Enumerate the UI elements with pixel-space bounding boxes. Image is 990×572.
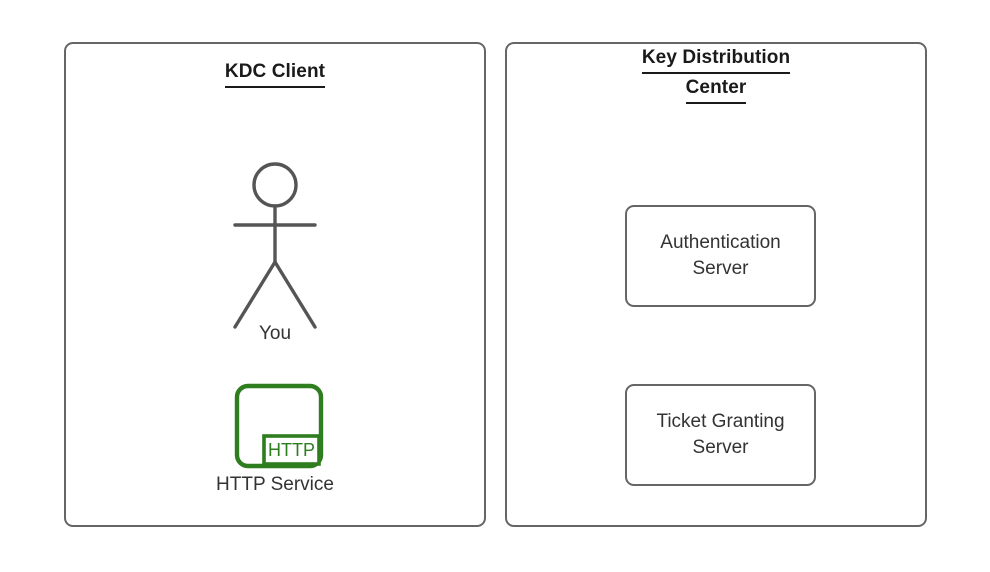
- http-service-label: HTTP Service: [216, 474, 334, 495]
- svg-text:HTTP: HTTP: [268, 440, 315, 460]
- authentication-server-label: Authentication Server: [660, 232, 781, 279]
- http-service-icon: HTTP: [230, 380, 326, 472]
- actor-label-you: You: [258, 323, 292, 344]
- panel-kdc-client-title: KDC Client: [64, 58, 486, 88]
- authentication-server-box[interactable]: Authentication Server: [625, 205, 816, 307]
- panel-kdc-title-line2: Center: [685, 74, 747, 104]
- panel-kdc-title-line1: Key Distribution: [641, 44, 791, 74]
- panel-kdc-client-title-line1: KDC Client: [224, 58, 326, 88]
- stick-figure-actor-icon: [212, 155, 338, 335]
- ticket-granting-server-label: Ticket Granting Server: [656, 411, 785, 458]
- panel-kdc-title: Key Distribution Center: [505, 44, 927, 104]
- ticket-granting-server-box[interactable]: Ticket Granting Server: [625, 384, 816, 486]
